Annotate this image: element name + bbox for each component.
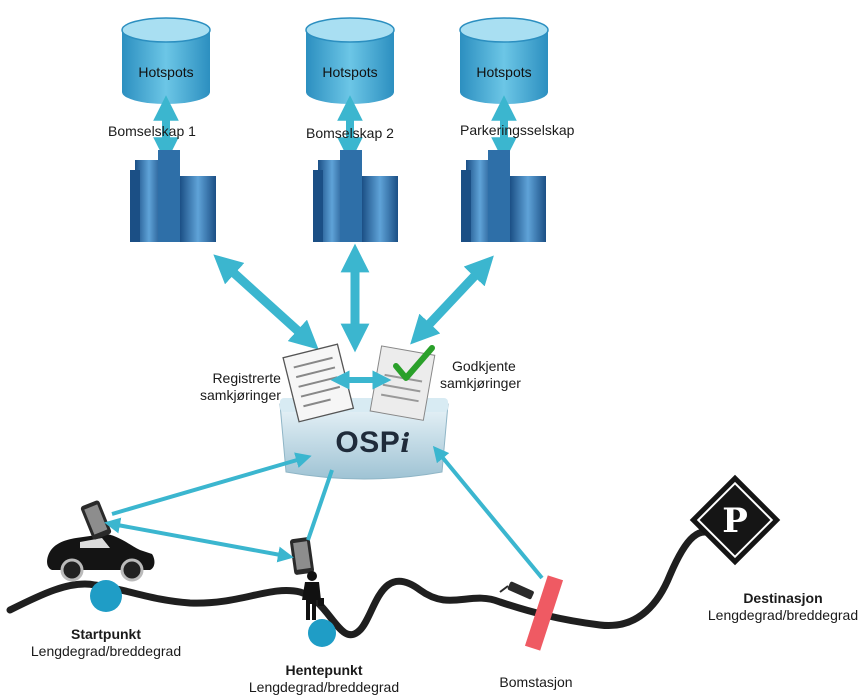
registered-label-line2: samkjøringer xyxy=(200,387,281,403)
destination-title: Destinasjon xyxy=(743,590,823,606)
start-point-label: Startpunkt Lengdegrad/breddegrad xyxy=(31,626,181,660)
database-label-1: Hotspots xyxy=(138,64,194,80)
company-label-3: Parkeringsselskap xyxy=(460,122,575,138)
database-label-2: Hotspots xyxy=(322,64,378,80)
company3-hub-arrow xyxy=(410,255,494,345)
parking-sign-letter: P xyxy=(722,501,748,541)
pickup-point-title: Hentepunkt xyxy=(285,662,363,678)
start-point-title: Startpunkt xyxy=(71,626,141,642)
database-label-3: Hotspots xyxy=(476,64,532,80)
pickup-point-coords: Lengdegrad/breddegrad xyxy=(248,679,400,695)
car-icon xyxy=(47,534,155,582)
toll-hub-arrow xyxy=(432,445,544,580)
registered-label-line1: Registrerte xyxy=(212,370,281,386)
approved-label: Godkjente samkjøringer xyxy=(440,358,521,392)
car-pickup-arrow xyxy=(104,517,294,563)
start-point-coords: Lengdegrad/breddegrad xyxy=(30,643,182,659)
database-2 xyxy=(305,17,395,104)
building-icon-3 xyxy=(461,150,546,242)
start-point-marker xyxy=(90,580,122,612)
destination-label: Destinasjon Lengdegrad/breddegrad xyxy=(708,590,858,624)
database-3 xyxy=(459,17,549,104)
checkmark-icon xyxy=(393,345,435,381)
building-icon-2 xyxy=(313,150,398,242)
pickup-point-marker xyxy=(308,619,336,647)
road xyxy=(6,528,724,639)
car-phone-icon xyxy=(80,500,112,540)
person-icon xyxy=(302,571,324,620)
toll-station-title: Bomstasjon xyxy=(499,674,573,690)
approved-label-line2: samkjøringer xyxy=(440,375,521,391)
company-label-1: Bomselskap 1 xyxy=(108,123,196,139)
company1-hub-arrow xyxy=(213,254,319,350)
pickup-phone-icon xyxy=(289,537,315,575)
approved-label-line1: Godkjente xyxy=(452,358,516,374)
toll-station-label: Bomstasjon xyxy=(499,674,572,691)
pickup-point-label: Hentepunkt Lengdegrad/breddegrad xyxy=(249,662,399,696)
pickup-hub-arrow xyxy=(306,469,334,541)
database-1 xyxy=(121,17,211,104)
toll-bar xyxy=(524,575,564,651)
car-hub-arrow xyxy=(111,452,312,516)
destination-coords: Lengdegrad/breddegrad xyxy=(707,607,859,623)
camera-icon xyxy=(499,581,534,600)
company-label-2: Bomselskap 2 xyxy=(306,125,394,141)
building-icon-1 xyxy=(130,150,216,242)
registered-label: Registrerte samkjøringer xyxy=(200,370,281,404)
hub-label: OSPi xyxy=(335,426,411,459)
